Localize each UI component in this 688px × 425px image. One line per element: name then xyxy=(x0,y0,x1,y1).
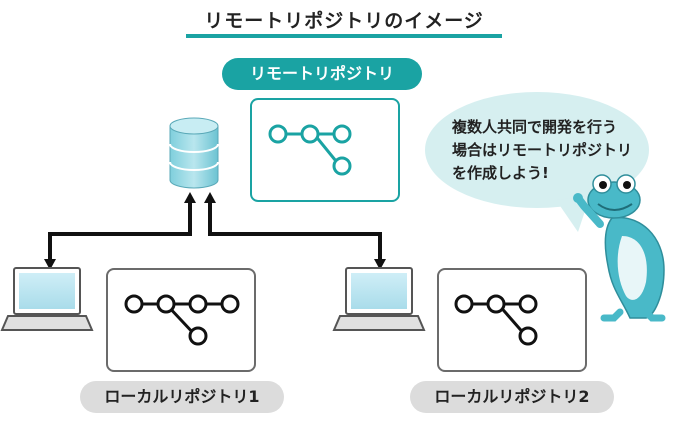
commit-graph-icon xyxy=(268,124,352,176)
laptop-icon xyxy=(0,267,94,331)
speech-line-1: 複数人共同で開発を行う xyxy=(452,118,618,136)
speech-line-3: を作成しよう! xyxy=(452,164,549,182)
database-icon xyxy=(169,117,219,189)
speech-bubble-text: 複数人共同で開発を行う 場合はリモートリポジトリ を作成しよう! xyxy=(452,116,632,185)
diagram-title: リモートリポジトリのイメージ xyxy=(204,10,484,32)
remote-repository-label: リモートリポジトリ xyxy=(222,58,422,90)
commit-graph-icon xyxy=(124,294,240,346)
local-repository-label-2: ローカルリポジトリ2 xyxy=(410,381,614,413)
speech-line-2: 場合はリモートリポジトリ xyxy=(452,141,633,159)
title-underline xyxy=(186,34,502,38)
local-repository-label-1: ローカルリポジトリ1 xyxy=(80,381,284,413)
connector-lines xyxy=(48,200,382,262)
commit-graph-icon xyxy=(454,294,538,346)
remote-repository-box xyxy=(250,98,400,202)
laptop-icon xyxy=(332,267,426,331)
arrow-heads xyxy=(44,192,386,270)
frog-mascot-icon xyxy=(573,174,666,322)
